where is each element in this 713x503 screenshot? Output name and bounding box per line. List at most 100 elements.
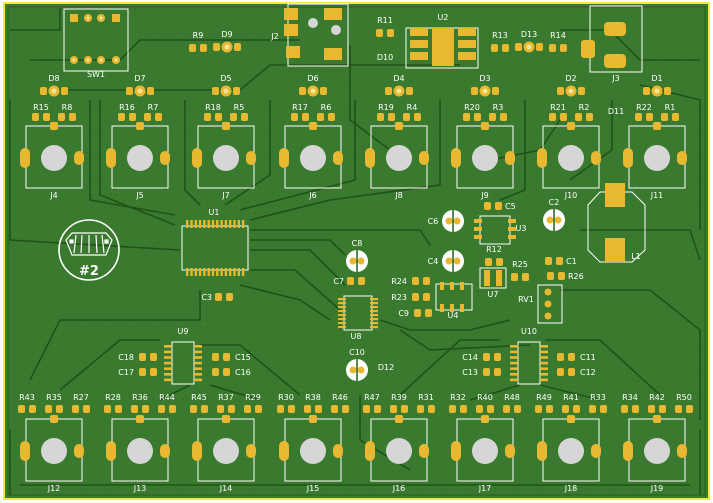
resistor-label: R19 xyxy=(378,103,394,112)
jack-label: J16 xyxy=(392,484,406,493)
part-r12 xyxy=(485,258,503,266)
led xyxy=(471,85,499,97)
chip-u8 xyxy=(338,295,378,331)
part-c14 xyxy=(483,353,501,361)
part-label: C18 xyxy=(118,353,134,362)
jack-label: J11 xyxy=(650,191,664,200)
part-label: U8 xyxy=(351,332,362,341)
chip-u7 xyxy=(479,267,507,289)
jack-top xyxy=(365,122,429,189)
trimmer-rv1 xyxy=(537,284,563,324)
part-label: C6 xyxy=(428,217,439,226)
part-c15 xyxy=(212,353,230,361)
resistor-label: R5 xyxy=(234,103,245,112)
part-label: J3 xyxy=(611,74,619,83)
part-c13 xyxy=(483,368,501,376)
jack-top xyxy=(192,122,256,189)
jack-label: J13 xyxy=(133,484,147,493)
part-label: C9 xyxy=(398,309,409,318)
jack-bottom xyxy=(279,415,343,482)
resistor-label: R50 xyxy=(676,393,692,402)
part-label: R9 xyxy=(193,31,204,40)
resistor-triple xyxy=(449,405,521,413)
resistor-label: R29 xyxy=(245,393,261,402)
jack-bottom xyxy=(365,415,429,482)
part-c4 xyxy=(442,250,464,272)
part-r13 xyxy=(491,44,509,52)
led-label: D8 xyxy=(48,74,59,83)
part-c11 xyxy=(557,353,575,361)
jack-top xyxy=(106,122,170,189)
led xyxy=(212,85,240,97)
part-c7 xyxy=(347,277,365,285)
part-label: C13 xyxy=(462,368,478,377)
jack-bottom xyxy=(537,415,601,482)
part-label: C11 xyxy=(580,353,596,362)
resistor-pair xyxy=(204,113,248,121)
part-label: C5 xyxy=(505,202,516,211)
led xyxy=(515,41,543,53)
part-label: U3 xyxy=(516,224,527,233)
resistor-label: R39 xyxy=(391,393,407,402)
led-label: D4 xyxy=(393,74,404,83)
part-label: C3 xyxy=(201,293,212,302)
part-r25 xyxy=(511,273,529,281)
resistor-label: R28 xyxy=(105,393,121,402)
resistor-label: R31 xyxy=(418,393,434,402)
chip-u9 xyxy=(164,341,202,385)
resistor-pair xyxy=(32,113,76,121)
part-label: C4 xyxy=(428,257,439,266)
resistor-label: R20 xyxy=(464,103,480,112)
copper-traces xyxy=(9,8,701,495)
part-label: R25 xyxy=(512,260,528,269)
part-label: C14 xyxy=(462,353,478,362)
resistor-label: R4 xyxy=(407,103,418,112)
part-c17 xyxy=(139,368,157,376)
resistor-label: R17 xyxy=(292,103,308,112)
led xyxy=(126,85,154,97)
part-label: C7 xyxy=(333,277,344,286)
resistor-label: R8 xyxy=(62,103,73,112)
resistor-label: R37 xyxy=(218,393,234,402)
resistor-triple xyxy=(363,405,435,413)
part-label: RV1 xyxy=(518,295,534,304)
jack-label: J18 xyxy=(564,484,578,493)
part-c10 xyxy=(346,359,368,381)
part-label: C17 xyxy=(118,368,134,377)
jack-label: J17 xyxy=(478,484,492,493)
led xyxy=(643,85,671,97)
part-label: SW1 xyxy=(87,70,105,79)
part-c16 xyxy=(212,368,230,376)
part-label: R23 xyxy=(391,293,407,302)
resistor-label: R22 xyxy=(636,103,652,112)
jack-label: J9 xyxy=(480,191,488,200)
part-c6 xyxy=(442,210,464,232)
resistor-label: R33 xyxy=(590,393,606,402)
resistor-label: R1 xyxy=(665,103,676,112)
resistor-label: R32 xyxy=(450,393,466,402)
part-label: R11 xyxy=(377,16,393,25)
resistor-triple xyxy=(18,405,90,413)
led-label: D9 xyxy=(221,30,232,39)
led xyxy=(385,85,413,97)
part-c3 xyxy=(215,293,233,301)
resistor-label: R6 xyxy=(321,103,332,112)
jack-label: J8 xyxy=(394,191,402,200)
jack-label: J12 xyxy=(47,484,61,493)
part-c8 xyxy=(346,250,368,272)
part-label: U7 xyxy=(488,290,499,299)
led-label: D3 xyxy=(479,74,490,83)
jack-label: J19 xyxy=(650,484,664,493)
resistor-pair xyxy=(463,113,507,121)
jack-top xyxy=(623,122,687,189)
jack-bottom xyxy=(451,415,515,482)
part-label: D10 xyxy=(377,53,393,62)
regulator-u2 xyxy=(405,27,479,69)
resistor-pair xyxy=(118,113,162,121)
led-label: D7 xyxy=(134,74,145,83)
resistor-label: R15 xyxy=(33,103,49,112)
part-r14 xyxy=(549,44,567,52)
part-label: R12 xyxy=(486,245,502,254)
part-label: J2 xyxy=(270,32,278,41)
